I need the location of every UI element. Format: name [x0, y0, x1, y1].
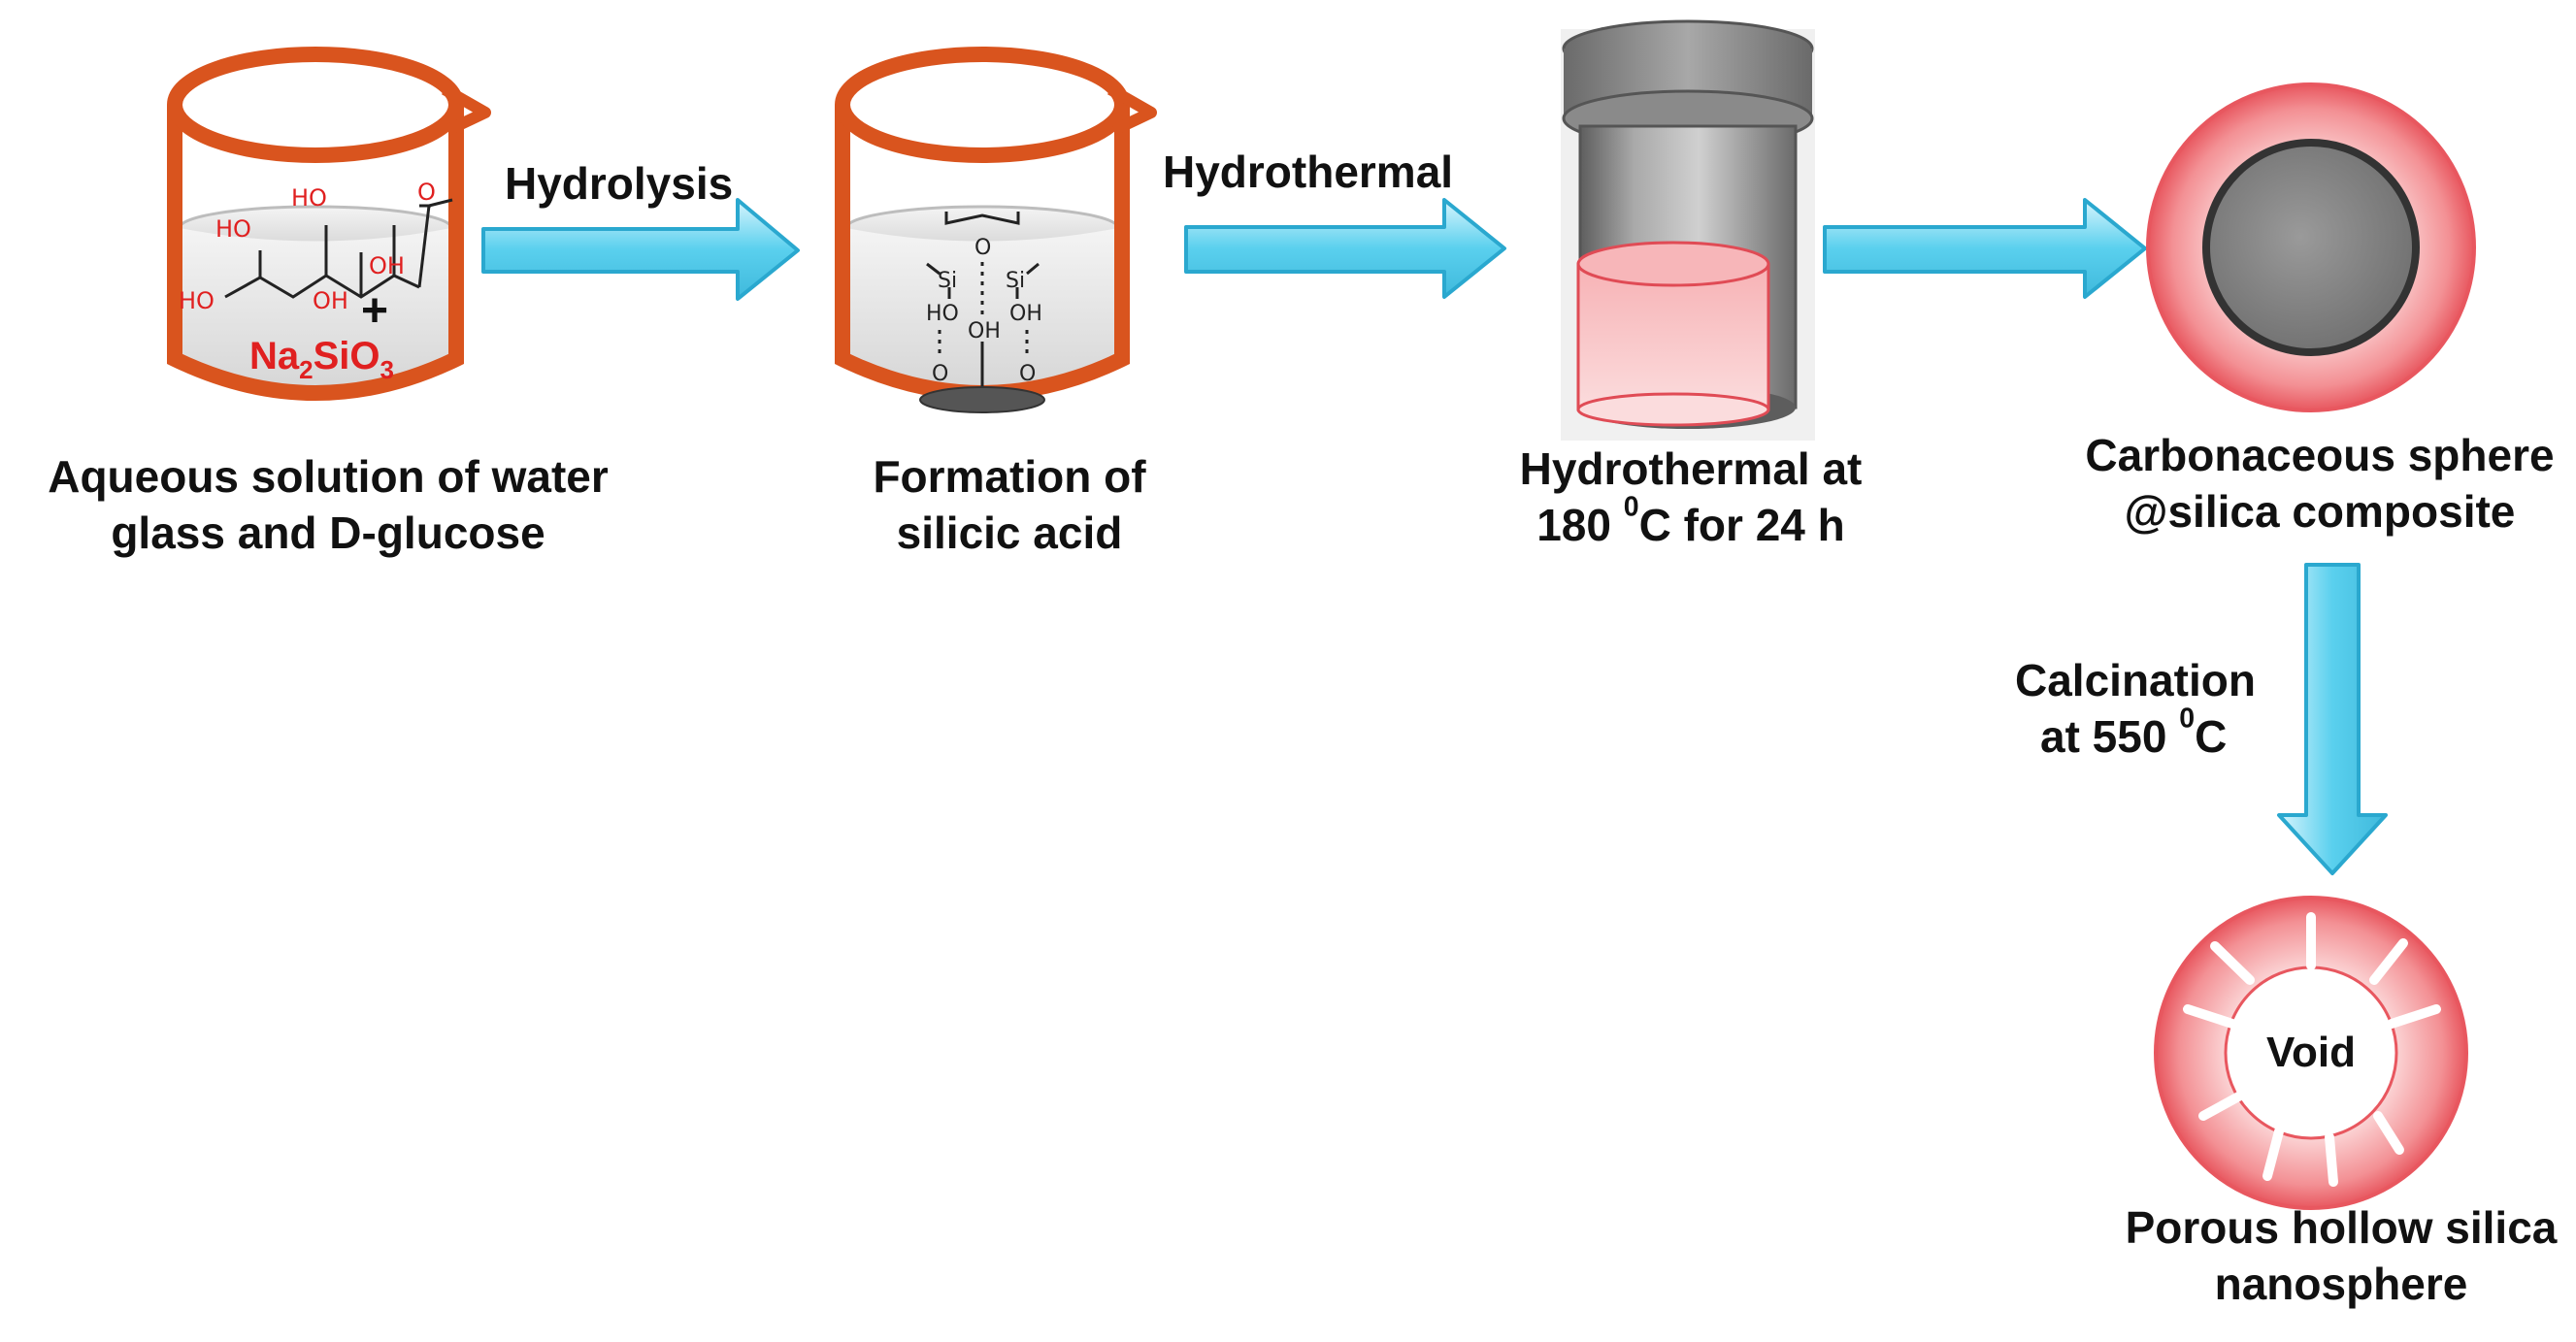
sodium-silicate-formula: Na2SiO3	[249, 335, 394, 384]
arrow-label-hydrothermal: Hydrothermal	[1163, 147, 1454, 197]
step3-caption: Hydrothermal at 180 0C for 24 h	[1520, 441, 1863, 553]
glucose-ho-3: HO	[179, 287, 215, 314]
step5-line2: nanosphere	[2214, 1259, 2468, 1309]
oh-mid: OH	[968, 319, 1001, 344]
step3-line2: 180 0C for 24 h	[1536, 491, 1845, 550]
si-right: Si	[1006, 269, 1025, 293]
plus-sign: +	[361, 285, 388, 337]
step4-caption: Carbonaceous sphere @silica composite	[2085, 427, 2554, 540]
void-label: Void	[2266, 1029, 2356, 1076]
glucose-o: O	[417, 179, 436, 206]
silicic-acid-structure: Si Si O HO OH OH O O	[919, 212, 1045, 413]
step2-line1: Formation of	[873, 451, 1146, 502]
arrow-calcination-icon	[2277, 563, 2388, 875]
step3-line1: Hydrothermal at	[1519, 443, 1863, 494]
calcination-line2: at 550 0C	[2040, 703, 2228, 762]
si-left: Si	[938, 269, 957, 293]
step1-line1: Aqueous solution of water	[48, 451, 609, 502]
o-left: O	[932, 362, 948, 386]
arrow-label-calcination: Calcination at 550 0C	[2015, 652, 2256, 765]
glucose-oh-2: OH	[313, 287, 348, 314]
arrow-hydrothermal-icon	[1184, 198, 1506, 299]
glucose-ho-2: HO	[215, 215, 251, 243]
o-right: O	[1019, 362, 1036, 386]
autoclave-icon	[1561, 19, 1815, 441]
oh-right: OH	[1009, 302, 1042, 326]
step2-line2: silicic acid	[896, 507, 1123, 558]
arrow-to-composite-icon	[1823, 198, 2147, 299]
glucose-structure: HO HO OH OH HO O + Na2SiO3	[179, 179, 453, 384]
beaker-1-icon	[167, 47, 491, 401]
step4-line1: Carbonaceous sphere	[2085, 430, 2555, 480]
step4-line2: @silica composite	[2124, 486, 2516, 537]
o-bridge: O	[974, 236, 991, 260]
arrow-label-hydrolysis: Hydrolysis	[505, 158, 734, 209]
hollow-nanosphere-icon: Void	[2154, 896, 2468, 1210]
step5-caption: Porous hollow silica nanosphere	[2126, 1199, 2558, 1312]
calcination-line1: Calcination	[2015, 655, 2256, 705]
carbonaceous-sphere-icon	[2146, 82, 2476, 412]
glucose-ho-1: HO	[291, 184, 327, 212]
step5-line1: Porous hollow silica	[2125, 1202, 2558, 1253]
arrow-hydrolysis-icon	[481, 198, 800, 301]
step1-caption: Aqueous solution of water glass and D-gl…	[48, 448, 609, 561]
ho-left: HO	[926, 302, 959, 326]
step2-caption: Formation of silicic acid	[873, 448, 1145, 561]
glucose-oh-1: OH	[369, 252, 405, 279]
step1-line2: glass and D-glucose	[111, 507, 545, 558]
